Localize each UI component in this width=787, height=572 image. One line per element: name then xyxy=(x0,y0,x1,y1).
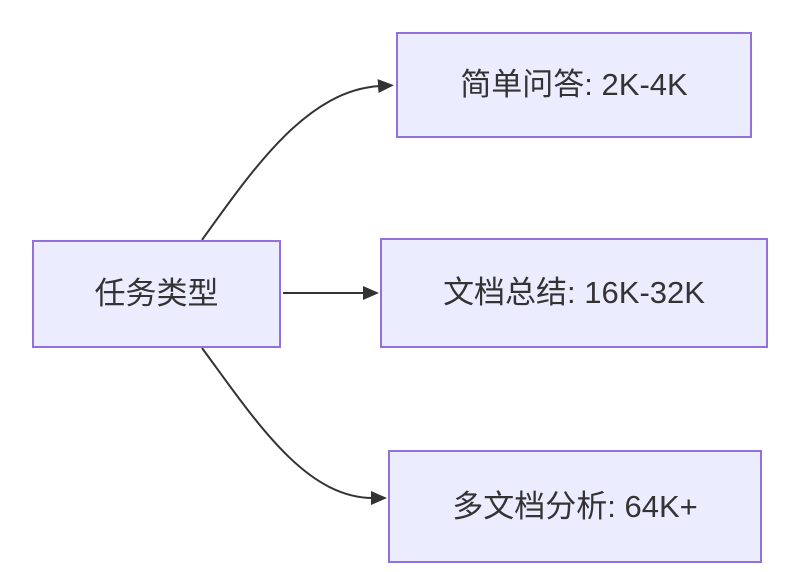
node-branch-simple-qa-label: 简单问答: 2K-4K xyxy=(460,67,688,103)
node-branch-doc-summary: 文档总结: 16K-32K xyxy=(380,238,768,348)
node-branch-simple-qa: 简单问答: 2K-4K xyxy=(396,32,752,138)
edge-root-to-branch-2 xyxy=(201,347,387,505)
node-branch-multi-doc-analysis-label: 多文档分析: 64K+ xyxy=(452,488,698,524)
node-root-task-type: 任务类型 xyxy=(32,240,281,348)
node-branch-multi-doc-analysis: 多文档分析: 64K+ xyxy=(388,450,762,563)
node-root-label: 任务类型 xyxy=(94,276,219,312)
node-branch-doc-summary-label: 文档总结: 16K-32K xyxy=(443,275,705,311)
edge-root-to-branch-0 xyxy=(201,79,394,241)
